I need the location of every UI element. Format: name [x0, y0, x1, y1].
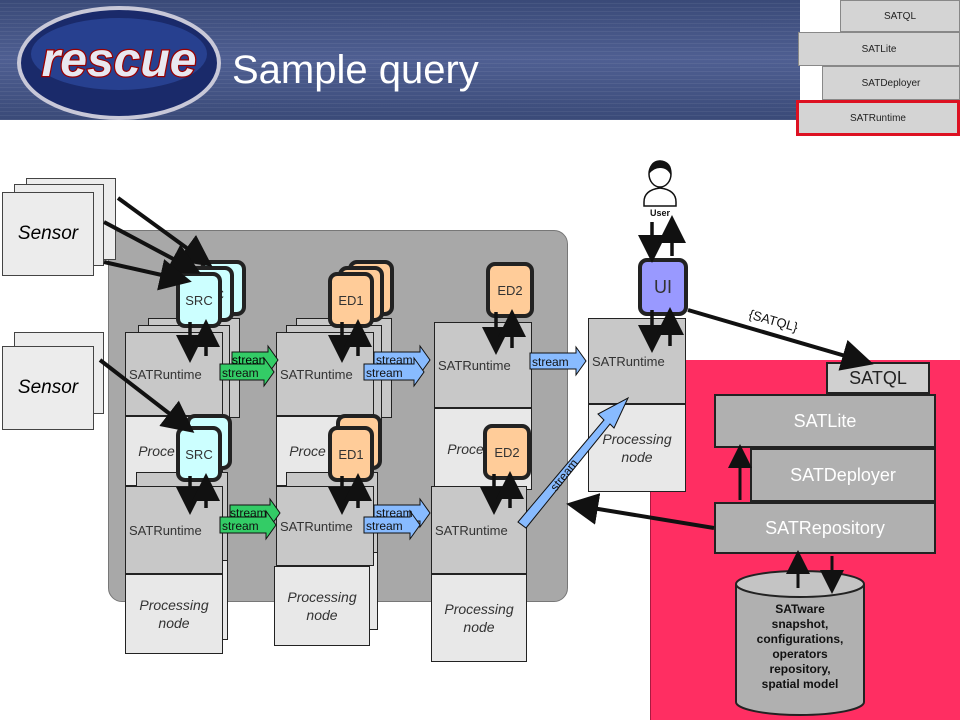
- stream-label: stream: [366, 519, 403, 533]
- layer-satrepository: SATRepository: [714, 502, 936, 554]
- mini-satdeployer: SATDeployer: [822, 66, 960, 100]
- logo-text: rescue: [42, 34, 197, 87]
- partial-processing-text: Proce: [289, 442, 326, 459]
- rescue-logo: rescue: [17, 6, 221, 120]
- layer-satlite: SATLite: [714, 394, 936, 448]
- stream-label: stream: [376, 506, 413, 520]
- query-link: [687, 308, 874, 371]
- stream-arrow: [219, 344, 279, 388]
- sensor-1: Sensor: [2, 192, 94, 276]
- stream-arrow: [529, 345, 587, 377]
- ed2-operator: ED2: [486, 262, 534, 318]
- sensor-2: Sensor: [2, 346, 94, 430]
- repository-line: repository,: [769, 662, 831, 676]
- stream-label: stream: [222, 366, 259, 380]
- stream-label-partial: strean: [232, 353, 265, 367]
- sensor-link: [103, 220, 202, 274]
- user-label: User: [650, 208, 671, 218]
- stream-arrow: [363, 344, 431, 388]
- partial-processing-text: Proce: [447, 440, 484, 457]
- stream-label: stream: [230, 506, 267, 520]
- node-processing-label: Processing node: [125, 574, 223, 654]
- mini-satlite: SATLite: [798, 32, 960, 66]
- stream-label: stream: [376, 353, 413, 367]
- stream-label: stream: [222, 519, 259, 533]
- repository-line: snapshot,: [771, 617, 829, 631]
- mini-satql: SATQL: [840, 0, 960, 32]
- layer-links: [728, 444, 844, 594]
- sensor-link: [103, 259, 192, 291]
- stream-arrow: [363, 497, 431, 541]
- node-processing-label: Processing node: [274, 566, 370, 646]
- operator-runtime-links: [176, 215, 686, 515]
- sensor-link: [98, 358, 195, 433]
- stream-arrow-diagonal: [517, 396, 630, 529]
- repository-line: SATware: [775, 602, 825, 616]
- slide-title: Sample query: [232, 48, 479, 92]
- stream-label: stream: [547, 456, 581, 494]
- repository-line: operators: [772, 647, 828, 661]
- mini-satruntime: SATRuntime: [796, 100, 960, 136]
- stream-label: stream: [532, 355, 569, 369]
- deploy-link: [566, 493, 715, 530]
- node-processing-label: Processing node: [431, 574, 527, 662]
- repository-line: spatial model: [761, 677, 839, 691]
- node-processing-label: Processing node: [588, 404, 686, 492]
- repository-description: SATware snapshot, configurations, operat…: [738, 602, 862, 692]
- layer-satdeployer: SATDeployer: [750, 448, 936, 502]
- stream-label: stream: [366, 366, 403, 380]
- user-icon: User: [643, 160, 677, 218]
- stream-arrow: [219, 497, 281, 541]
- ed2-operator: ED2: [483, 424, 531, 480]
- partial-processing-text: Proce: [138, 442, 175, 459]
- repository-line: configurations,: [756, 632, 844, 646]
- ed1-operator: ED1: [328, 426, 374, 482]
